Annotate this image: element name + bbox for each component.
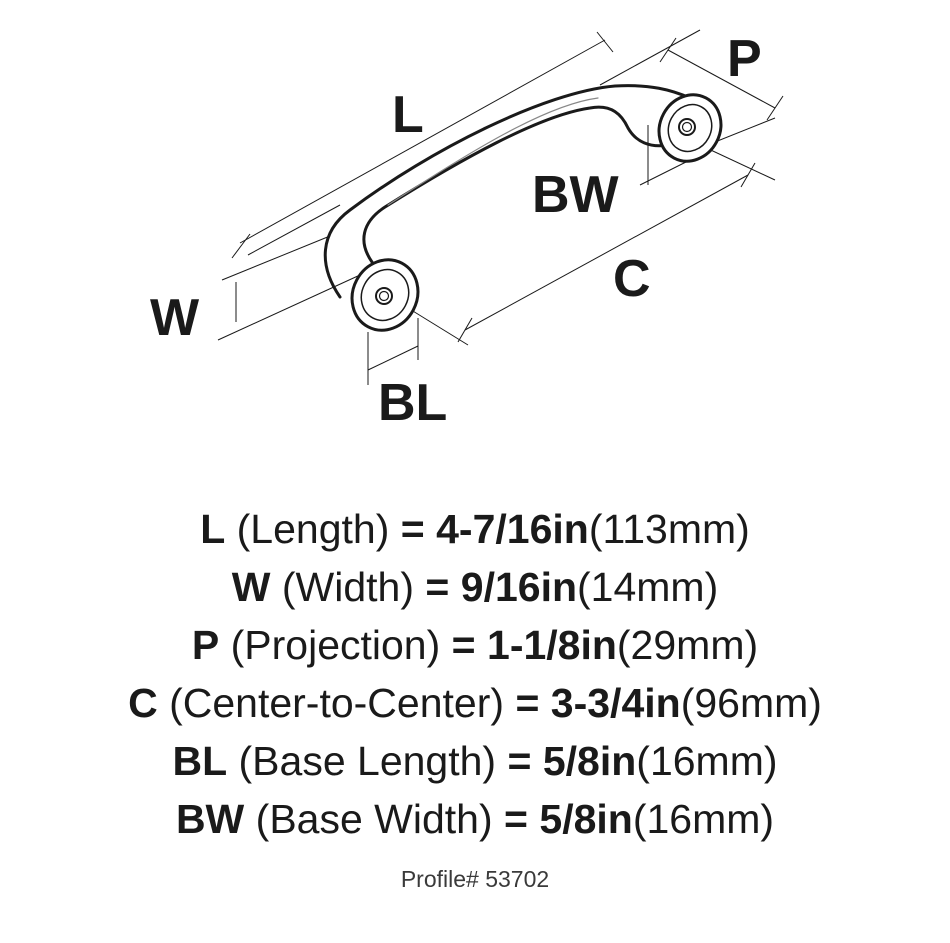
spec-imperial: 5/8in: [539, 796, 633, 842]
spec-name: (Length): [236, 506, 390, 552]
spec-code: P: [191, 622, 220, 668]
spec-name: (Width): [281, 564, 414, 610]
spec-imperial: 1-1/8in: [487, 622, 617, 668]
spec-metric: (96mm): [680, 680, 822, 726]
label-C: C: [613, 250, 651, 308]
right-base: [657, 93, 723, 163]
label-BW: BW: [532, 166, 620, 224]
spec-equals: =: [504, 796, 528, 842]
spec-name: (Center-to-Center): [169, 680, 505, 726]
spec-equals: =: [451, 622, 476, 668]
spec-code: C: [128, 680, 158, 726]
spec-name: (Base Length): [238, 738, 497, 784]
left-base: [350, 258, 420, 332]
spec-code: W: [231, 564, 271, 610]
spec-width: W (Width) = 9/16in(14mm): [0, 558, 950, 616]
spec-imperial: 3-3/4in: [550, 680, 681, 726]
spec-metric: (113mm): [588, 506, 750, 552]
spec-code: BL: [172, 738, 228, 784]
label-BL: BL: [378, 374, 447, 432]
spec-metric: (29mm): [616, 622, 759, 668]
spec-equals: =: [507, 738, 532, 784]
spec-center-to-center: C (Center-to-Center) = 3-3/4in(96mm): [0, 674, 950, 732]
spec-length: L (Length) = 4-7/16in(113mm): [0, 500, 950, 558]
label-L: L: [392, 86, 424, 144]
spec-code: BW: [175, 796, 245, 842]
profile-number: Profile# 53702: [400, 866, 550, 892]
spec-name: (Projection): [230, 622, 441, 668]
spec-equals: =: [515, 680, 540, 726]
spec-projection: P (Projection) = 1-1/8in(29mm): [0, 616, 950, 674]
spec-imperial: 4-7/16in: [436, 506, 589, 552]
spec-metric: (16mm): [632, 796, 775, 842]
dimension-lines: [217, 29, 784, 385]
spec-imperial: 9/16in: [460, 564, 577, 610]
cabinet-pull-diagram: L P BW C W BL: [150, 29, 784, 432]
label-P: P: [727, 30, 762, 88]
spec-metric: (14mm): [577, 564, 719, 610]
handle-body: [323, 84, 692, 299]
spec-imperial: 5/8in: [542, 738, 637, 784]
spec-base-length: BL (Base Length) = 5/8in(16mm): [0, 732, 950, 790]
spec-base-width: BW (Base Width) = 5/8in(16mm): [0, 790, 950, 848]
spec-code: L: [200, 506, 226, 552]
label-W: W: [150, 289, 200, 347]
spec-equals: =: [425, 564, 450, 610]
specification-list: L (Length) = 4-7/16in(113mm) W (Width) =…: [0, 500, 950, 848]
spec-metric: (16mm): [636, 738, 778, 784]
spec-name: (Base Width): [255, 796, 493, 842]
spec-equals: =: [400, 506, 425, 552]
